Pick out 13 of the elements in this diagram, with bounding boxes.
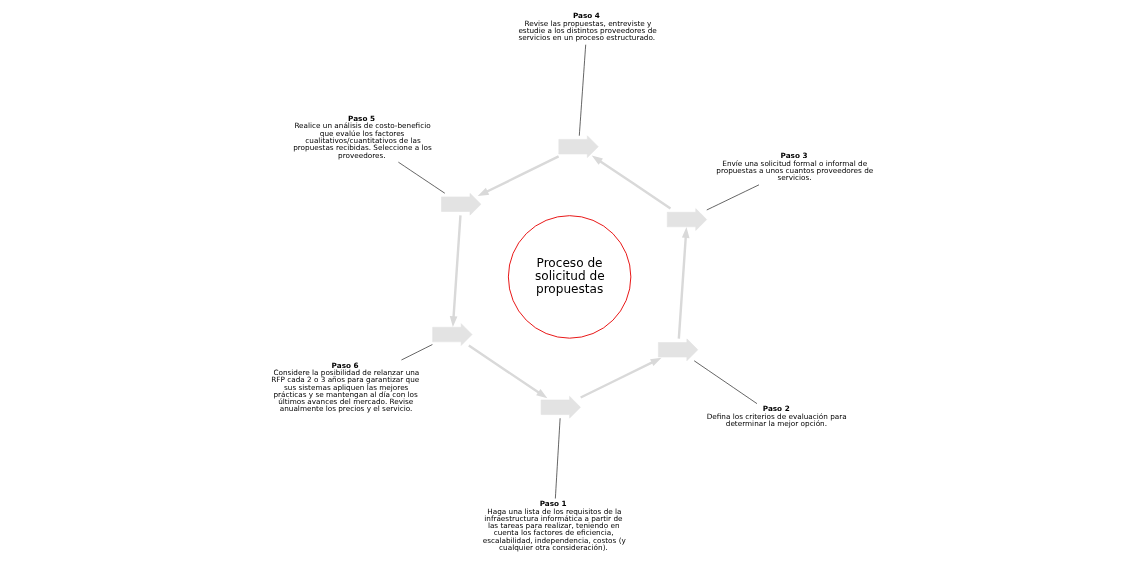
node-arrow <box>440 193 481 216</box>
node-circle: Proceso de solicitud de propuestas <box>507 215 631 339</box>
arrow <box>467 344 547 399</box>
arrow <box>477 155 559 197</box>
arrow <box>677 226 690 339</box>
node-arrow <box>558 135 599 158</box>
arrow <box>579 357 662 399</box>
arrow <box>591 155 671 210</box>
node-arrow <box>666 208 707 231</box>
arrow <box>449 215 462 328</box>
node-arrow <box>431 323 472 346</box>
node-arrow <box>657 338 698 361</box>
node-arrow <box>540 396 581 419</box>
